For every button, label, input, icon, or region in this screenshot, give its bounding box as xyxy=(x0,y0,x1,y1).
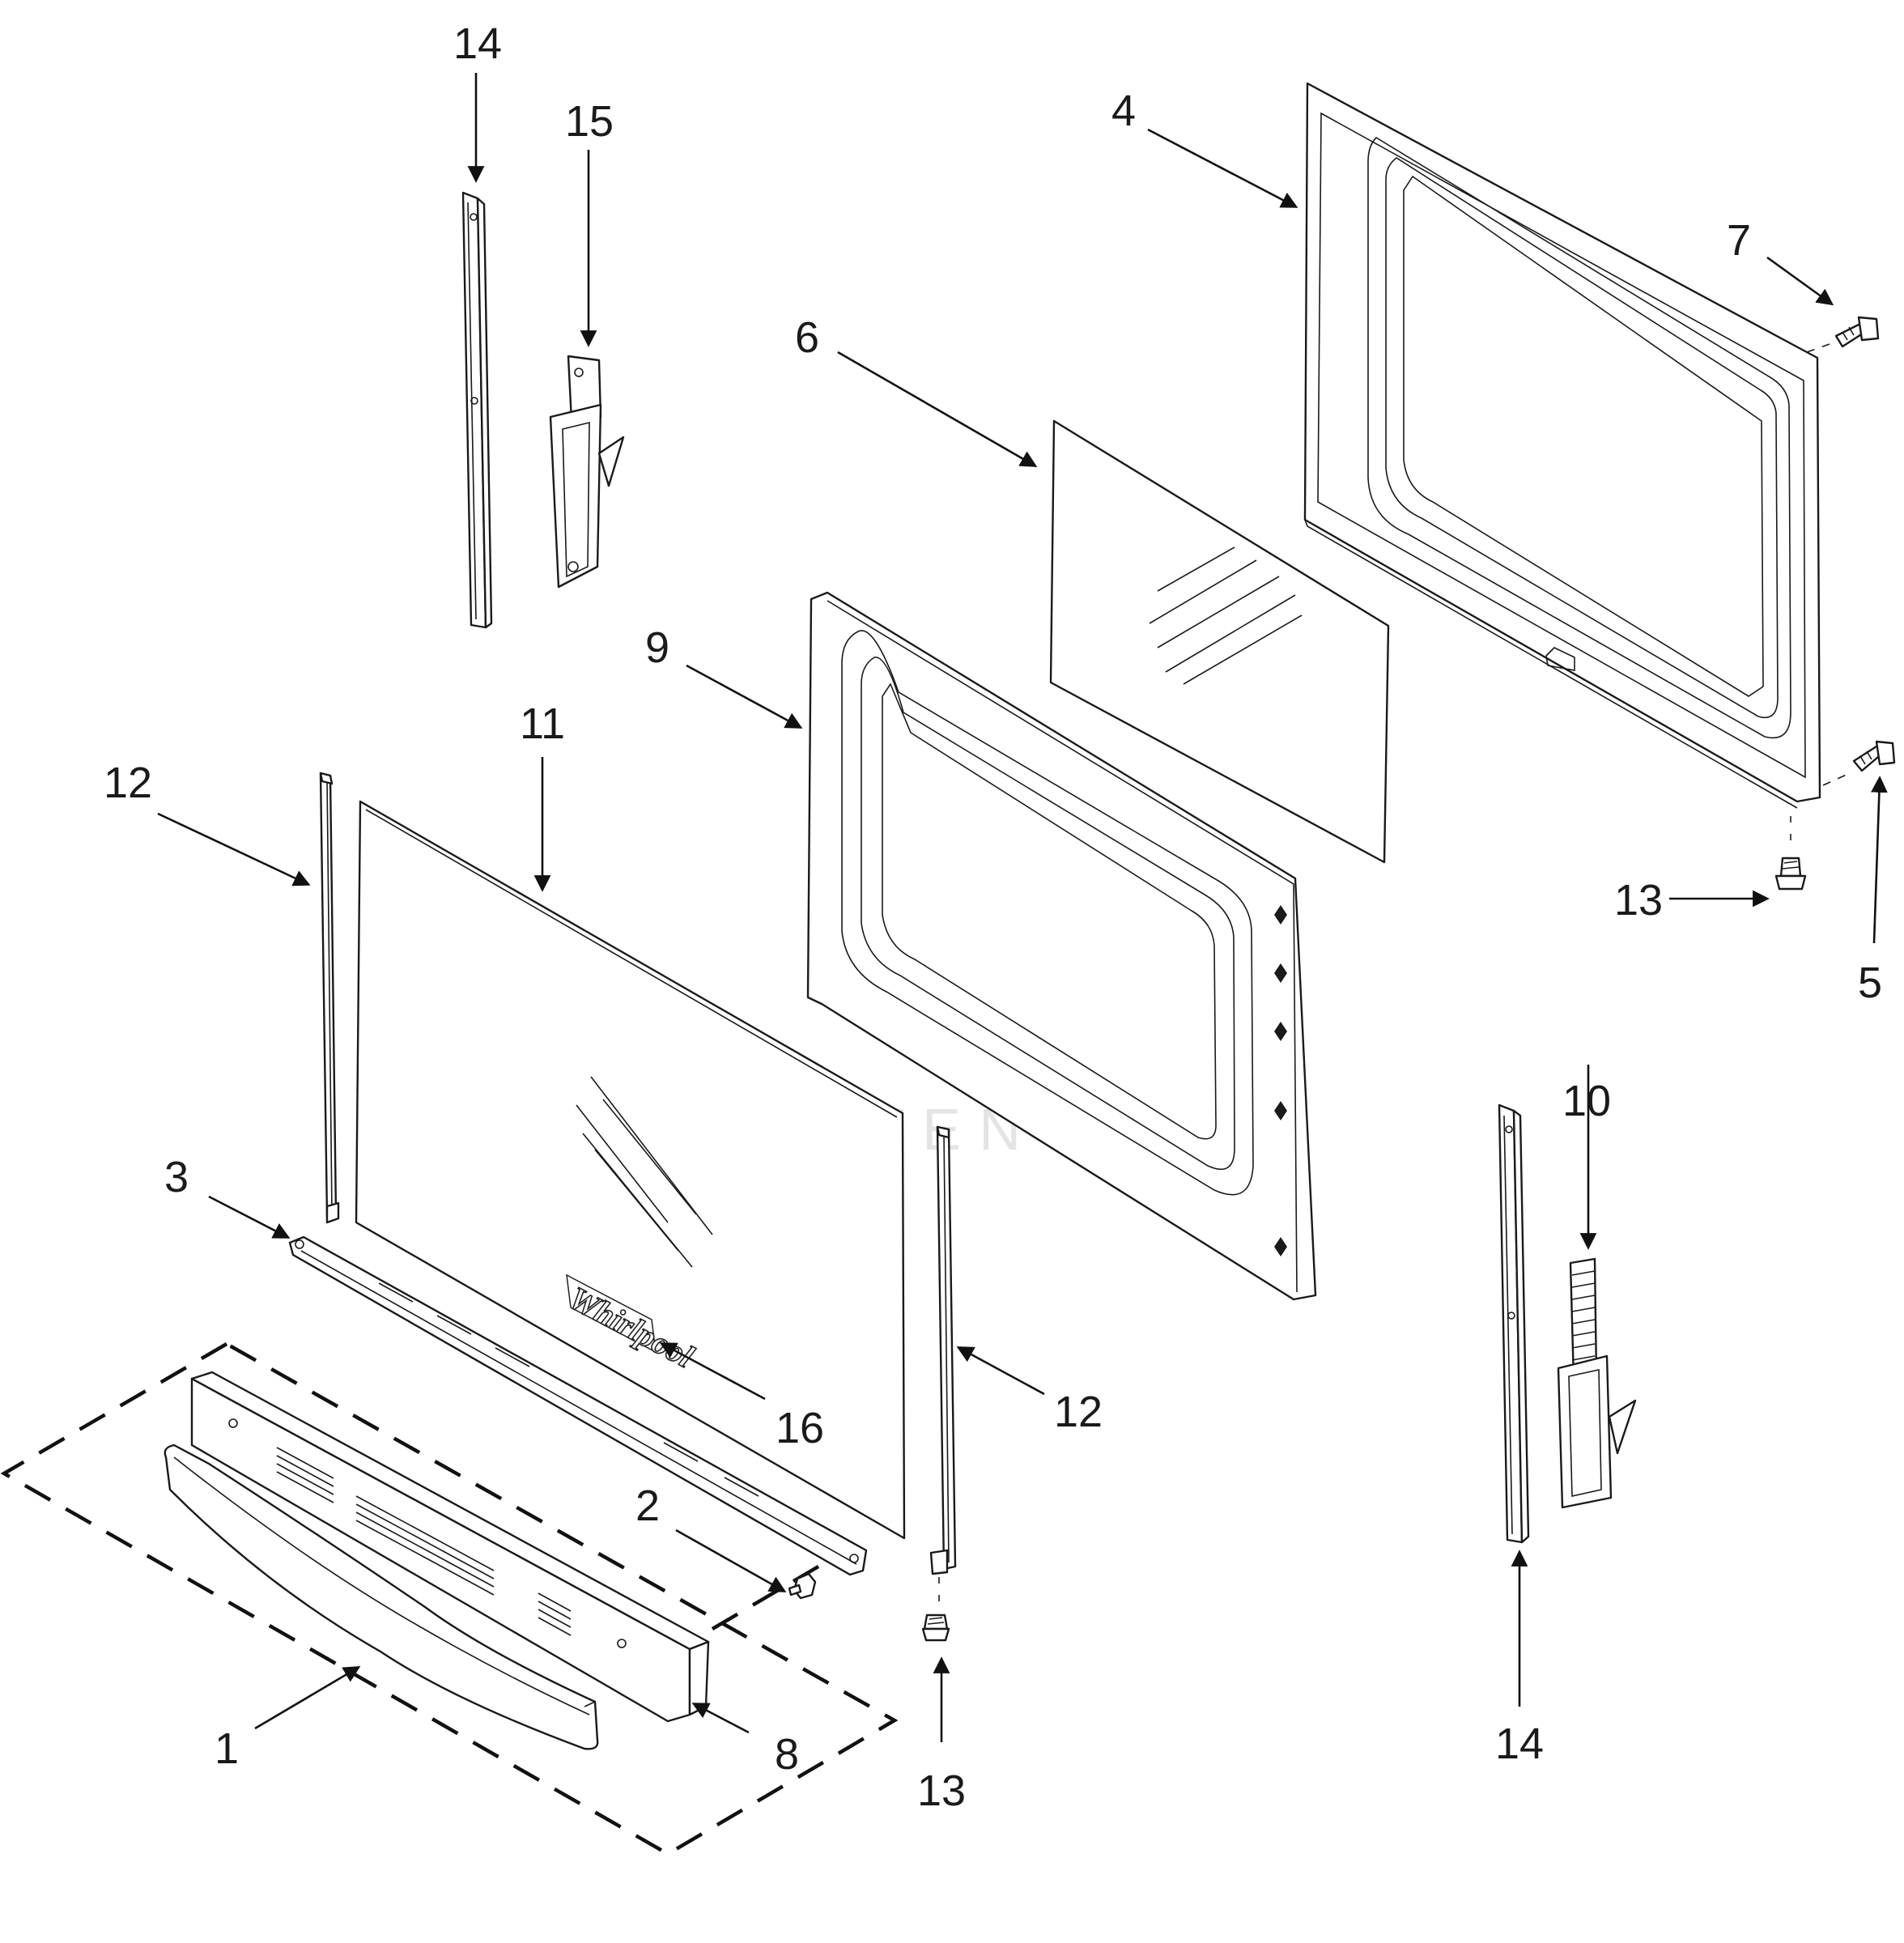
part-5-screw xyxy=(1852,740,1896,772)
liner-fastener-marks xyxy=(1274,905,1287,1256)
part-12-left-door-trim xyxy=(319,772,340,1224)
callout-15: 15 xyxy=(565,97,614,146)
callout-13-bottom: 13 xyxy=(917,1767,966,1815)
part-1-door-handle xyxy=(164,1443,599,1750)
part-3-lower-vent-channel xyxy=(288,1235,868,1576)
part-10-hinge-right xyxy=(1557,1257,1637,1509)
part-9-door-liner xyxy=(806,591,1317,1301)
part-14-hinge-channel-left xyxy=(461,191,493,629)
callout-14-top: 14 xyxy=(453,19,502,68)
part-14-hinge-channel-right xyxy=(1498,1103,1530,1544)
callout-6: 6 xyxy=(795,313,819,362)
callout-8: 8 xyxy=(775,1730,799,1779)
kit-boundary-inner-dash xyxy=(711,1557,834,1631)
callout-4: 4 xyxy=(1111,87,1136,135)
callout-13-right: 13 xyxy=(1614,876,1663,925)
part-2-screw xyxy=(788,1572,817,1600)
part-13-screw-lower xyxy=(921,1613,950,1642)
callout-7: 7 xyxy=(1727,216,1751,265)
callout-2: 2 xyxy=(635,1482,660,1530)
part-11-outer-door-glass: Whirlpool xyxy=(355,800,906,1540)
part-6-inner-glass xyxy=(1049,419,1390,864)
part-7-screw xyxy=(1834,316,1880,348)
callout-labels: 14 15 4 7 6 9 11 12 13 5 10 3 16 12 2 1 … xyxy=(104,19,1882,1815)
part-15-hinge-left xyxy=(549,355,625,589)
part-8-vent-panel xyxy=(190,1371,710,1723)
callout-5: 5 xyxy=(1858,959,1882,1007)
callout-11: 11 xyxy=(520,699,565,748)
callout-12-left: 12 xyxy=(104,759,152,807)
callout-9: 9 xyxy=(645,623,669,672)
leader-lines xyxy=(157,73,1888,1742)
callout-14-bottom: 14 xyxy=(1495,1720,1544,1768)
callout-12-right: 12 xyxy=(1054,1388,1103,1436)
part-13-screw-upper xyxy=(1774,857,1807,891)
part-4-inner-door-frame xyxy=(1303,82,1821,809)
part-12-right-door-trim xyxy=(929,1125,957,1575)
callout-3: 3 xyxy=(164,1153,189,1201)
callout-16: 16 xyxy=(776,1404,824,1452)
callout-10: 10 xyxy=(1562,1077,1611,1125)
callout-1: 1 xyxy=(215,1724,239,1773)
